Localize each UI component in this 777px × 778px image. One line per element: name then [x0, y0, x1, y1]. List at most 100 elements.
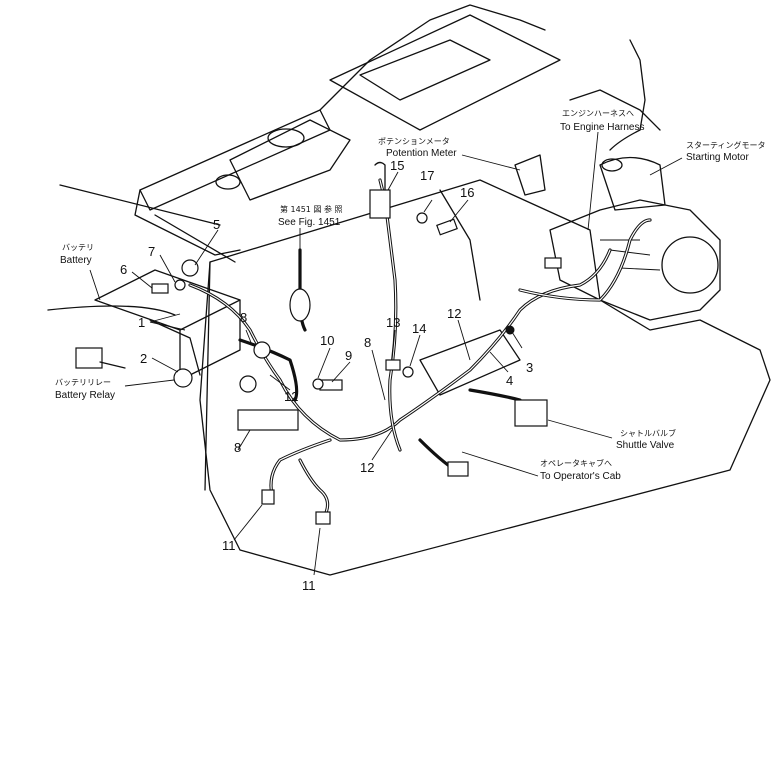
- part-number-17: 17: [420, 168, 434, 183]
- leader-8a: [245, 329, 253, 346]
- shuttle-harness: [468, 388, 522, 402]
- battery-lead-line: [47, 305, 176, 316]
- shuttle-valve-label-jp: シャトルバルブ: [620, 428, 676, 438]
- part-number-6: 6: [120, 262, 127, 277]
- potention-meter-bracket: [514, 154, 546, 196]
- battery-relay-box: [75, 347, 103, 369]
- part-number-2: 2: [140, 351, 147, 366]
- rear-hood: [319, 4, 546, 111]
- leader-relay: [124, 379, 175, 387]
- clamp-8-bracket: [237, 409, 299, 431]
- starting-motor-body: [599, 156, 666, 211]
- operator-cab-label: To Operator's Cab: [540, 471, 621, 482]
- leader-3: [511, 331, 523, 349]
- battery-relay-label-jp: バッテリリレー: [55, 378, 111, 387]
- part-number-4: 4: [506, 373, 513, 388]
- part-number-8c: 8: [234, 440, 241, 455]
- leader-4: [489, 351, 509, 373]
- leader-8c: [237, 429, 251, 451]
- potention-meter-label: Potention Meter: [386, 148, 457, 159]
- battery-label-jp: バッテリ: [62, 243, 94, 252]
- branch-harness-2-core: [299, 459, 329, 516]
- connector-11a: [261, 489, 275, 505]
- starting-motor-cap: [601, 158, 623, 172]
- part-number-7: 7: [148, 244, 155, 259]
- deck-front-edge: [204, 261, 211, 491]
- engine-harness-label: To Engine Harness: [560, 122, 645, 133]
- leader-starting: [649, 157, 683, 176]
- part-numbers: 1 2 3 4 5 6 7 8 8 8 9 10 11 11 12 12 12 …: [120, 158, 533, 593]
- machine-body: [59, 4, 771, 576]
- leader-lines: [89, 131, 683, 576]
- potentiometer-body: [369, 189, 391, 219]
- flywheel-housing: [661, 236, 719, 294]
- operator-cab-label-jp: オペレータキャブへ: [540, 458, 612, 468]
- part-number-11a: 11: [222, 538, 236, 553]
- filler-cap: [215, 174, 241, 190]
- clamp-8-round: [239, 375, 257, 393]
- bolt-13: [385, 359, 401, 371]
- coil-connector: [289, 288, 311, 322]
- battery-side: [179, 299, 241, 381]
- callout-labels: バッテリ Battery バッテリリレー Battery Relay ポテンショ…: [55, 109, 766, 482]
- connector-11b: [315, 511, 331, 525]
- starting-motor-label-jp: スターティングモータ: [686, 140, 766, 150]
- battery-relay-terminal: [173, 368, 193, 388]
- see-fig-label: See Fig. 1451: [278, 217, 341, 228]
- leader-shuttle: [547, 419, 613, 439]
- battery-assembly: [47, 269, 241, 388]
- leader-17: [423, 199, 433, 213]
- potentiometer-harness-core: [379, 179, 401, 451]
- part-number-13: 13: [386, 315, 400, 330]
- part-number-16: 16: [460, 185, 474, 200]
- handrail-left: [59, 184, 221, 226]
- part-number-8b: 8: [364, 335, 371, 350]
- starter-harness: [518, 218, 652, 302]
- bolt-16: [436, 218, 458, 236]
- part-number-3: 3: [526, 360, 533, 375]
- branch-harness-1: [269, 438, 332, 497]
- leader-battery: [89, 269, 101, 301]
- valve-plate: [419, 329, 521, 396]
- exhaust-bend: [609, 129, 641, 151]
- battery-edge: [149, 319, 201, 376]
- exhaust-pipe: [629, 39, 646, 131]
- leader-1b: [149, 313, 181, 323]
- leader-11b: [313, 527, 321, 576]
- see-fig-label-jp: 第 1451 図 参 照: [280, 204, 343, 214]
- starting-motor-label: Starting Motor: [686, 152, 749, 163]
- leader-16: [449, 199, 469, 223]
- leader-potention: [461, 154, 521, 171]
- leader-14: [409, 334, 421, 367]
- engine-detail: [600, 239, 661, 271]
- leader-12a: [457, 319, 471, 361]
- starter-harness-core: [519, 219, 651, 301]
- leader-8b: [371, 349, 386, 401]
- engine-block: [549, 156, 721, 321]
- part-number-8a: 8: [240, 310, 247, 325]
- deck-outline: [199, 179, 771, 576]
- engine-outline: [549, 199, 721, 321]
- leader-engine: [587, 131, 599, 231]
- left-hood-side: [134, 189, 241, 256]
- leader-2: [151, 357, 179, 373]
- relay-cable: [99, 361, 126, 369]
- cab-connector: [447, 461, 469, 477]
- shuttle-valve-body: [514, 399, 548, 427]
- clamp-5: [181, 259, 199, 277]
- potentiometer-lever: [374, 161, 386, 191]
- leader-13: [391, 329, 396, 361]
- part-number-12b: 12: [284, 389, 298, 404]
- part-number-15: 15: [390, 158, 404, 173]
- leader-11a: [233, 504, 263, 541]
- part-number-9: 9: [345, 348, 352, 363]
- part-number-12c: 12: [360, 460, 374, 475]
- battery-label: Battery: [60, 255, 92, 266]
- left-hood-top: [139, 109, 331, 211]
- leader-cab: [461, 451, 539, 477]
- leader-1a: [149, 321, 186, 331]
- part-number-11b: 11: [302, 578, 316, 593]
- part-number-10: 10: [320, 333, 334, 348]
